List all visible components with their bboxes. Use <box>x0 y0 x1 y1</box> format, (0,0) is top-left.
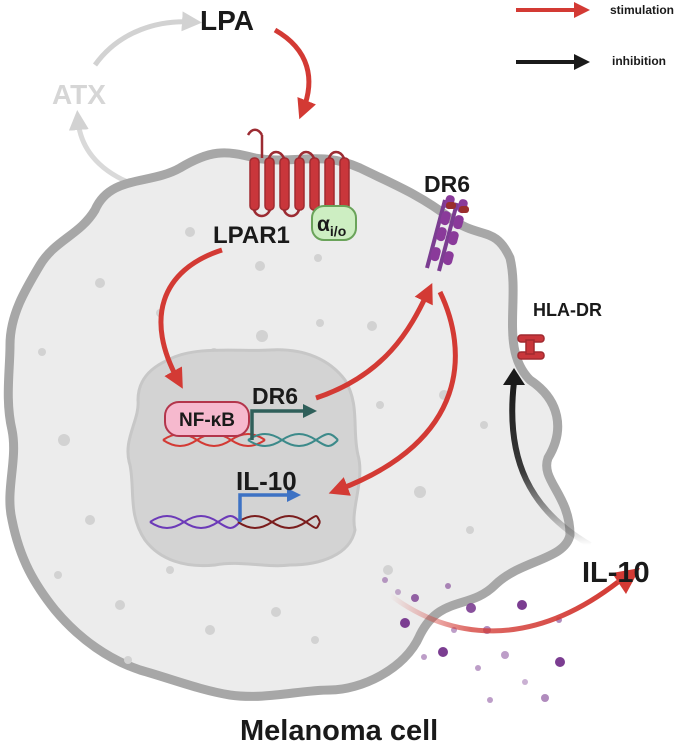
lpar1-label: LPAR1 <box>213 222 290 249</box>
dr6-receptor-label: DR6 <box>424 171 470 197</box>
il10-gene-label: IL-10 <box>236 466 297 496</box>
lpa-to-lpar1-arrow <box>273 27 316 120</box>
dr6-to-il10-arrow <box>328 290 458 496</box>
secreted-il10-particles <box>382 577 565 703</box>
cell-caption: Melanoma cell <box>240 715 438 747</box>
lpar1-receptor <box>246 128 350 218</box>
hla-dr-receptor <box>517 334 545 360</box>
dr6-transcription-arrow <box>250 404 317 440</box>
il10-gene-dna <box>149 515 321 529</box>
lpa-label: LPA <box>200 5 254 36</box>
dr6-receptor <box>425 195 469 272</box>
il10-secretion-arrowhead <box>612 568 640 594</box>
nucleus <box>126 348 362 568</box>
g-protein-label: αi/o <box>317 213 346 239</box>
il10-secreted-label: IL-10 <box>582 557 650 589</box>
nfkb-box <box>164 401 250 437</box>
atx-to-lpa-arrow <box>92 11 202 67</box>
lpar1-to-nfkb-arrow <box>158 247 223 389</box>
g-protein-alpha: α <box>317 213 330 236</box>
g-protein-subunit: i/o <box>330 223 346 239</box>
legend-inhibition-label: inhibition <box>612 54 666 68</box>
legend-stimulation-label: stimulation <box>610 3 674 17</box>
dr6-gene-to-receptor-arrow <box>315 282 433 401</box>
dr6-gene-label: DR6 <box>252 383 298 409</box>
il10-inhibits-hla-dr-arrow <box>509 381 592 548</box>
il10-transcription-arrow <box>238 488 301 522</box>
il10-secretion-arrow <box>388 580 620 634</box>
cell-to-atx-arrow <box>68 110 136 188</box>
il10-inhibits-hla-dr-arrowhead <box>503 368 525 385</box>
nfkb-label: NF-κB <box>179 410 235 431</box>
legend: stimulation inhibition <box>516 2 674 70</box>
g-protein-box <box>311 205 357 241</box>
atx-label: ATX <box>52 79 106 110</box>
hla-dr-label: HLA-DR <box>533 300 602 320</box>
